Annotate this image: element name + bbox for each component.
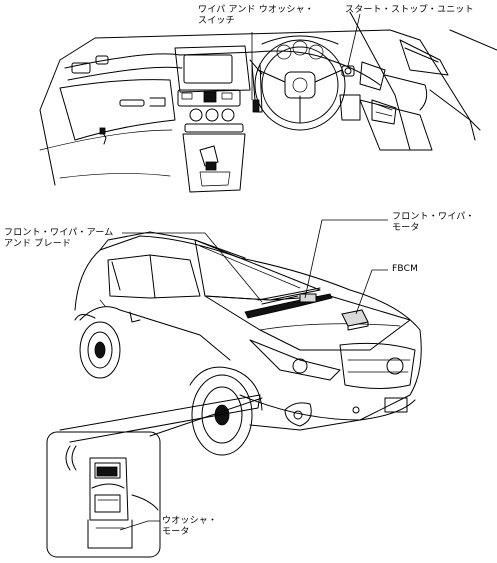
label-front-wiper-arm-blade: フロント・ワイパ・アーム アンド ブレード [4,228,114,249]
leader-washer-motor [119,520,160,531]
leader-fbcm [355,269,388,315]
label-wiper-washer-switch: ワイパ アンド ウオッシャ・ スイッチ [198,5,314,26]
label-fbcm: FBCM [392,264,419,274]
label-start-stop-unit: スタート・ストップ・ユニット [345,5,474,15]
label-washer-motor: ウオッシャ・ モータ [162,516,218,537]
car-illustration [74,231,422,456]
leader-front-wiper-arm-blade [122,232,263,303]
leader-front-wiper-motor [304,219,388,299]
label-front-wiper-motor: フロント・ワイパ・ モータ [392,212,475,233]
dashboard-illustration [39,11,497,193]
washer-motor-inset [46,394,263,558]
leader-start-stop-unit [347,13,361,67]
